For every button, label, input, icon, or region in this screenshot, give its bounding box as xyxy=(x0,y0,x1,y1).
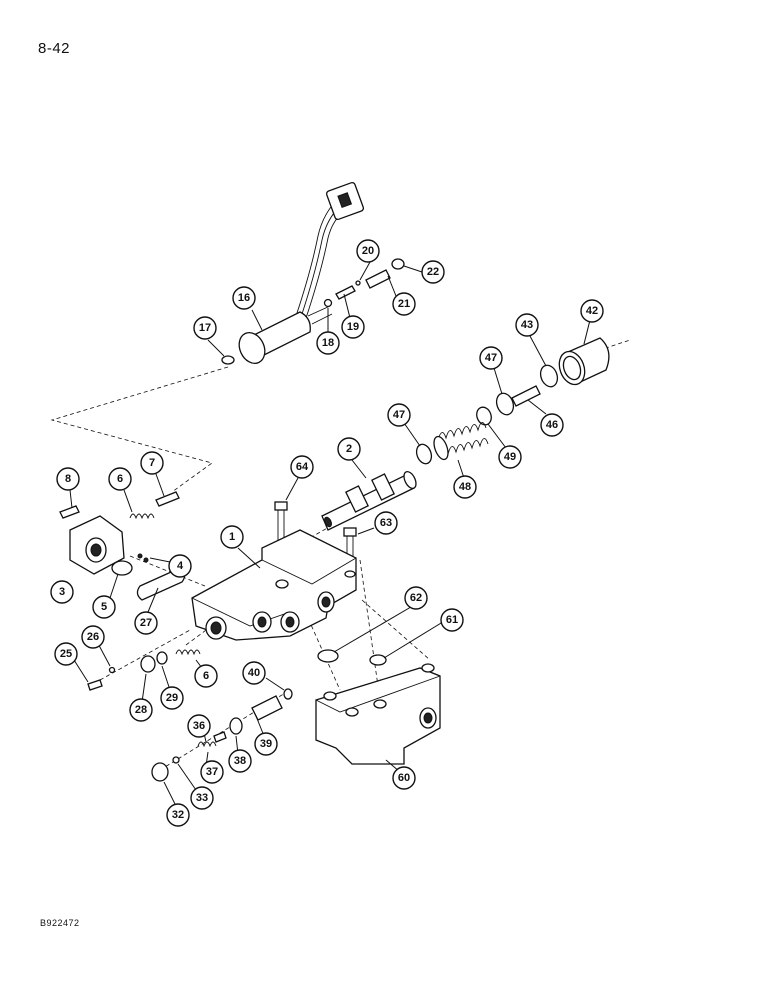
callout-25: 25 xyxy=(54,642,78,666)
callout-label: 29 xyxy=(166,692,178,704)
callout-label: 18 xyxy=(322,337,334,349)
leader-lines xyxy=(69,261,591,807)
callout-label: 43 xyxy=(521,319,533,331)
callout-label: 39 xyxy=(260,738,272,750)
callout-16: 16 xyxy=(232,286,256,310)
end-cap-3 xyxy=(59,505,125,575)
callout-60: 60 xyxy=(392,766,416,790)
callout-1: 1 xyxy=(220,525,244,549)
callout-29: 29 xyxy=(160,686,184,710)
main-spool-2 xyxy=(321,470,417,531)
callout-43: 43 xyxy=(515,313,539,337)
callout-40: 40 xyxy=(242,661,266,685)
callout-4: 4 xyxy=(168,554,192,578)
right-spool-parts xyxy=(415,337,610,465)
callout-label: 61 xyxy=(446,614,458,626)
figure-code: B922472 xyxy=(40,918,80,928)
callout-label: 47 xyxy=(393,409,405,421)
page-number: 8-42 xyxy=(38,40,71,57)
callout-39: 39 xyxy=(254,732,278,756)
plunger-parts xyxy=(323,258,405,308)
callout-label: 62 xyxy=(410,592,422,604)
callout-label: 47 xyxy=(485,352,497,364)
spring-6-upper xyxy=(129,491,180,520)
lower-left-parts xyxy=(87,649,293,782)
callout-3: 3 xyxy=(50,580,74,604)
callout-label: 6 xyxy=(203,670,209,682)
callout-28: 28 xyxy=(129,698,153,722)
callout-label: 16 xyxy=(238,292,250,304)
callout-17: 17 xyxy=(193,316,217,340)
callout-5: 5 xyxy=(92,595,116,619)
callout-7: 7 xyxy=(140,451,164,475)
callout-label: 60 xyxy=(398,772,410,784)
callout-label: 28 xyxy=(135,704,147,716)
callout-21: 21 xyxy=(392,292,416,316)
callout-26: 26 xyxy=(81,625,105,649)
callout-label: 1 xyxy=(229,531,235,543)
callout-38: 38 xyxy=(228,749,252,773)
callout-label: 42 xyxy=(586,305,598,317)
callout-label: 7 xyxy=(149,457,155,469)
callout-label: 4 xyxy=(177,560,184,572)
callout-18: 18 xyxy=(316,331,340,355)
callout-label: 33 xyxy=(196,792,208,804)
callout-6-upper: 6 xyxy=(108,467,132,491)
valve-body-1 xyxy=(191,529,357,641)
callout-label: 26 xyxy=(87,631,99,643)
o-ring-5 xyxy=(111,560,133,576)
solenoid-assembly xyxy=(221,181,365,365)
callout-label: 21 xyxy=(398,298,410,310)
callout-20: 20 xyxy=(356,239,380,263)
callout-label: 25 xyxy=(60,648,72,660)
callout-label: 36 xyxy=(193,720,205,732)
callout-47-top: 47 xyxy=(479,346,503,370)
o-ring-62 xyxy=(317,649,339,663)
callout-42: 42 xyxy=(580,299,604,323)
callout-37: 37 xyxy=(200,760,224,784)
callout-label: 17 xyxy=(199,322,211,334)
callout-36: 36 xyxy=(187,714,211,738)
o-ring-61 xyxy=(369,654,387,666)
callout-label: 63 xyxy=(380,517,392,529)
callout-48: 48 xyxy=(453,475,477,499)
callout-label: 40 xyxy=(248,667,260,679)
callout-label: 49 xyxy=(504,451,516,463)
callout-32: 32 xyxy=(166,803,190,827)
callout-46: 46 xyxy=(540,413,564,437)
callout-33: 33 xyxy=(190,786,214,810)
callout-label: 3 xyxy=(59,586,65,598)
callout-62: 62 xyxy=(404,586,428,610)
callout-label: 37 xyxy=(206,766,218,778)
callout-49: 49 xyxy=(498,445,522,469)
callout-label: 46 xyxy=(546,419,558,431)
callout-label: 27 xyxy=(140,617,152,629)
callout-label: 38 xyxy=(234,755,246,767)
callout-label: 32 xyxy=(172,809,184,821)
callout-8: 8 xyxy=(56,467,80,491)
pins-4 xyxy=(137,553,149,563)
callout-label: 19 xyxy=(347,321,359,333)
callout-label: 20 xyxy=(362,245,374,257)
callout-64: 64 xyxy=(290,455,314,479)
callout-label: 8 xyxy=(65,473,71,485)
callout-label: 48 xyxy=(459,481,471,493)
callout-6-lower: 6 xyxy=(194,664,218,688)
callout-19: 19 xyxy=(341,315,365,339)
callout-label: 5 xyxy=(101,601,107,613)
callout-label: 6 xyxy=(117,473,123,485)
callout-61: 61 xyxy=(440,608,464,632)
callout-22: 22 xyxy=(421,260,445,284)
callout-2: 2 xyxy=(337,437,361,461)
callout-label: 22 xyxy=(427,266,439,278)
callout-47-mid: 47 xyxy=(387,403,411,427)
callout-63: 63 xyxy=(374,511,398,535)
callout-label: 64 xyxy=(296,461,309,473)
mounting-block-60 xyxy=(315,663,441,765)
callout-27: 27 xyxy=(134,611,158,635)
spring-48 xyxy=(433,422,489,461)
callout-label: 2 xyxy=(346,443,352,455)
